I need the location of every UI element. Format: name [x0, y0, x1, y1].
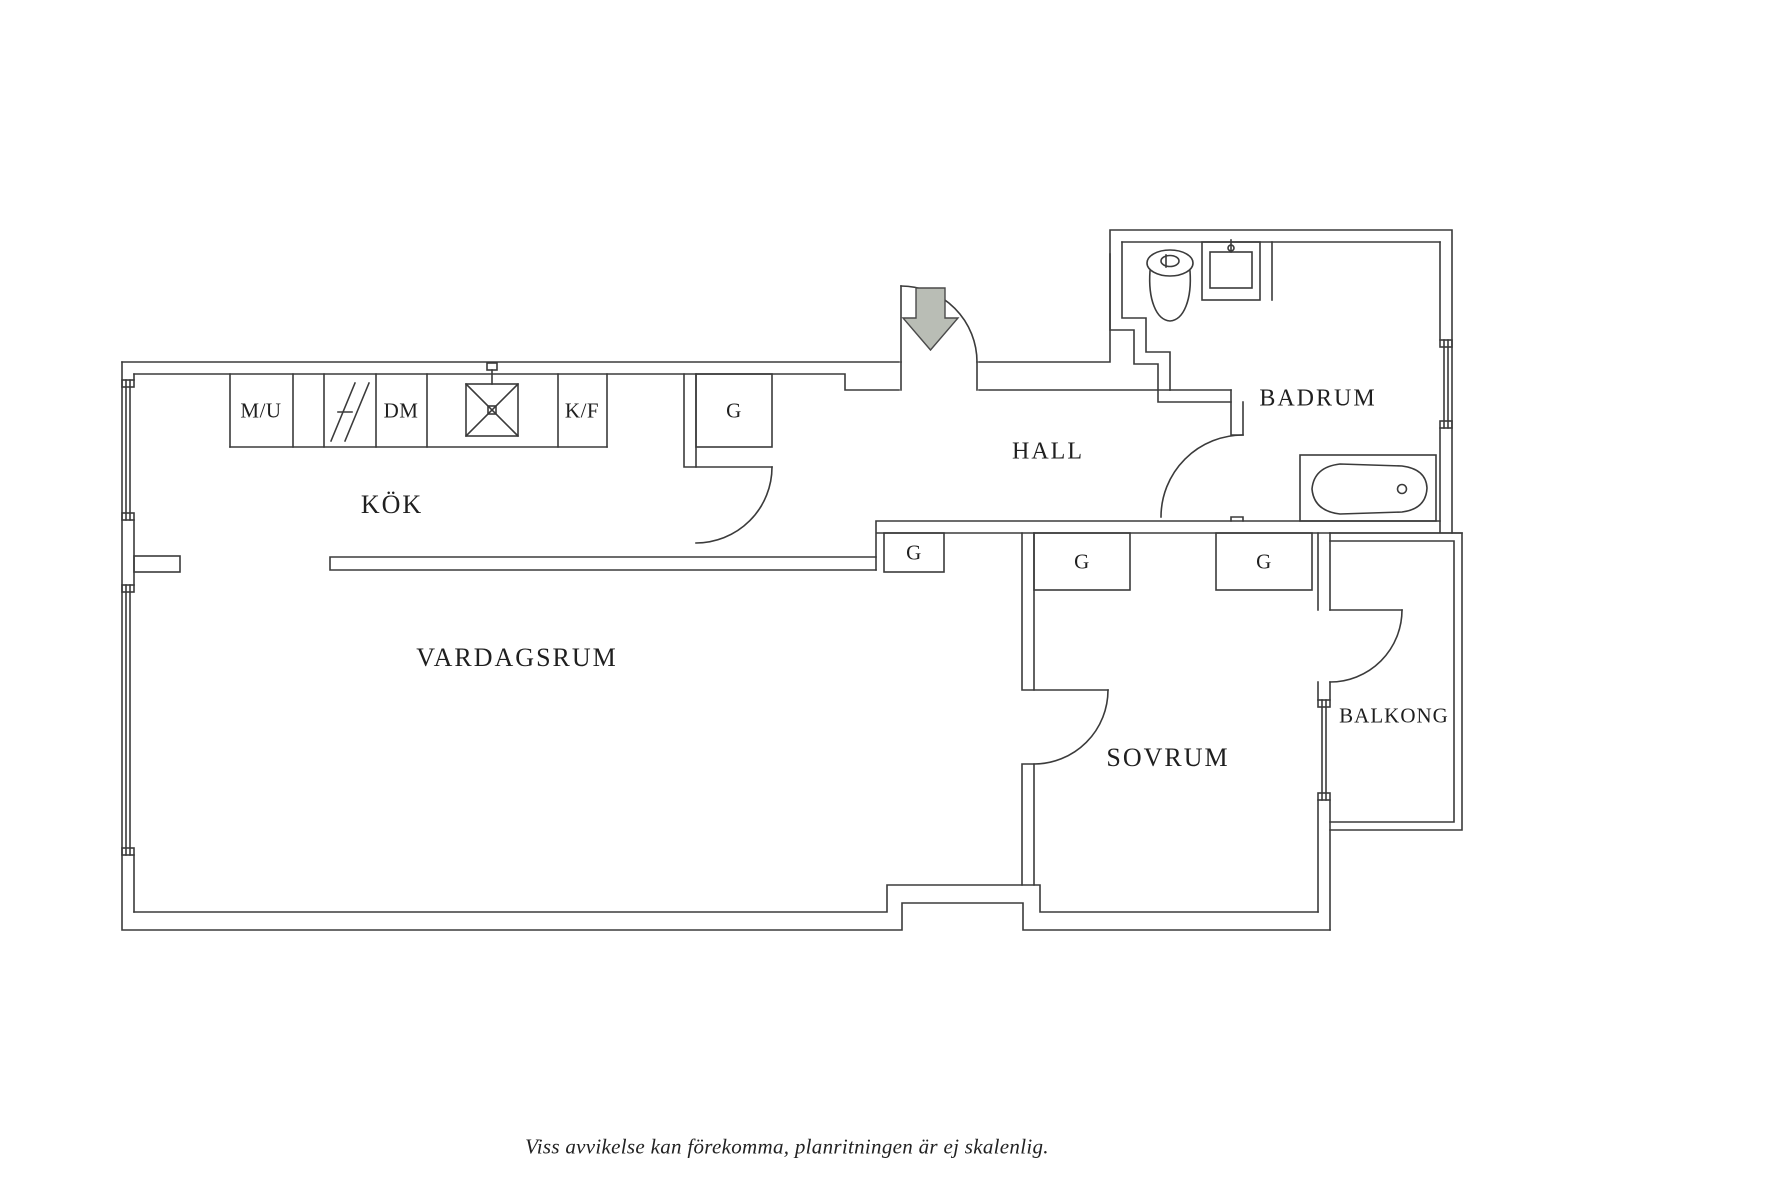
balcony-walls: [1329, 532, 1463, 831]
bathroom-window-icon: [1439, 339, 1453, 429]
bedroom-door-arc: [1033, 689, 1109, 765]
living-room-window-icon-lower: [121, 584, 135, 856]
wardrobe-label-bedroom-2: G: [1256, 549, 1272, 574]
stove-icon: [329, 381, 371, 443]
living-room-window-icon-upper: [121, 379, 135, 521]
wardrobe-box-hall-top: [695, 373, 773, 448]
room-label-living-room: VARDAGSRUM: [416, 643, 618, 672]
disclaimer-text: Viss avvikelse kan förekomma, planritnin…: [525, 1134, 1049, 1159]
room-label-kitchen: KÖK: [360, 490, 424, 519]
kitchen-half-wall: [329, 556, 877, 571]
room-label-bedroom: SOVRUM: [1106, 743, 1230, 772]
appliance-label-fridge-freezer: K/F: [564, 398, 600, 423]
kitchen-door-arc: [695, 466, 773, 544]
appliance-label-dishwasher: DM: [383, 398, 419, 423]
sink-icon: [1201, 239, 1273, 301]
inner-walls: [133, 373, 1319, 913]
wardrobe-box-hall-lower: [883, 532, 945, 573]
wardrobe-label-hall-top: G: [726, 398, 742, 423]
bathtub-icon: [1299, 454, 1437, 522]
balcony-door: [1329, 609, 1403, 683]
wardrobe-box-bedroom-2: [1215, 532, 1313, 591]
kitchen-door: [683, 373, 773, 544]
wardrobe-label-hall-lower: G: [906, 540, 922, 565]
balcony-door-arc: [1329, 609, 1403, 683]
bathroom-door-arc: [1160, 434, 1244, 518]
toilet-icon: [1146, 249, 1194, 322]
outer-walls: [121, 229, 1453, 931]
kitchen-sink-icon: [464, 362, 520, 438]
bedroom-window-icon: [1317, 699, 1331, 801]
entry-arrow-icon: [901, 287, 960, 352]
appliance-label-micro-oven: M/U: [240, 398, 282, 423]
bedroom-divider-wall: [1021, 532, 1109, 886]
room-label-bathroom: BADRUM: [1259, 385, 1377, 412]
room-label-balcony: BALKONG: [1339, 703, 1449, 728]
kitchen-counter: [229, 373, 608, 448]
room-label-hall: HALL: [1012, 438, 1084, 465]
wall-pier: [133, 555, 181, 573]
wardrobe-label-bedroom-1: G: [1074, 549, 1090, 574]
